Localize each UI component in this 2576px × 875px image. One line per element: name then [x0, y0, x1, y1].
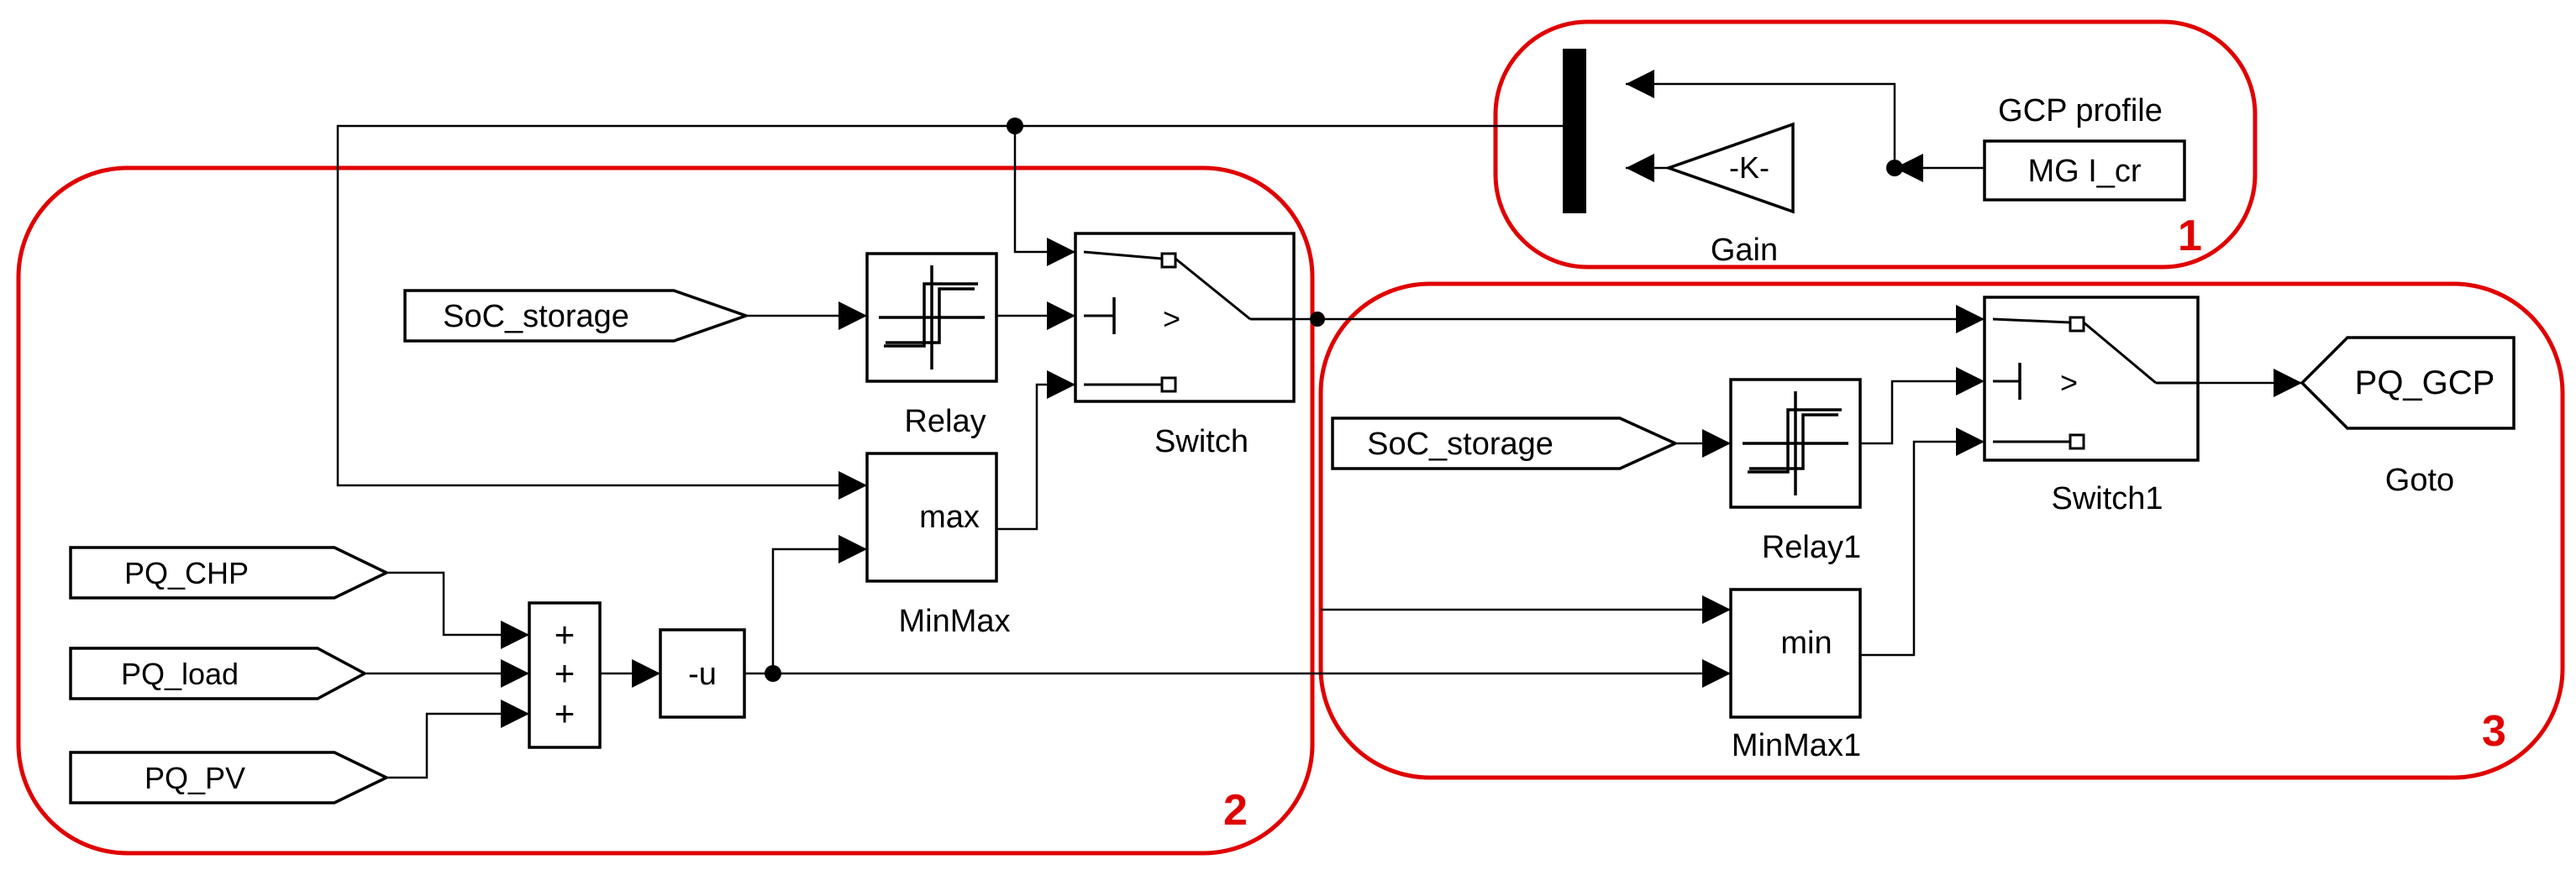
switch-label: Switch: [1154, 424, 1249, 459]
pq-pv-from-block[interactable]: PQ_PV: [69, 751, 391, 804]
minmax1-block-text: min: [1780, 626, 1832, 661]
gcp-profile-label: GCP profile: [1998, 93, 2163, 128]
soc-storage-from-block[interactable]: SoC_storage: [403, 289, 751, 343]
gain-block-text: -K-: [1729, 150, 1769, 185]
minmax-label: MinMax: [898, 604, 1010, 639]
sum-sign-1: +: [555, 615, 576, 654]
gcp-profile-block[interactable]: MG I_cr: [1983, 139, 2186, 202]
relay-label: Relay: [904, 404, 986, 439]
pq-load-from-block[interactable]: PQ_load: [69, 647, 368, 700]
minmax-block-text: max: [919, 500, 980, 535]
goto-block-text: PQ_GCP: [2355, 364, 2495, 401]
minmax1-block[interactable]: min: [1729, 588, 1862, 719]
switch-criteria-text: >: [1163, 301, 1180, 336]
region-1-outline: [1493, 19, 2258, 270]
sum-sign-2: +: [555, 653, 576, 693]
sum-sign-3: +: [555, 694, 576, 733]
hysteresis-icon: [1743, 391, 1848, 495]
minmax1-label: MinMax1: [1732, 728, 1861, 763]
region-3-label: 3: [2482, 707, 2506, 756]
minmax-block[interactable]: max: [865, 452, 998, 583]
switch-block[interactable]: >: [1074, 232, 1296, 403]
soc-storage-from-block-text: SoC_storage: [443, 299, 629, 334]
relay1-label: Relay1: [1762, 530, 1861, 565]
region-3-outline: [1318, 281, 2565, 780]
pq-load-text: PQ_load: [121, 657, 239, 691]
gain-block[interactable]: -K-: [1664, 122, 1795, 214]
hysteresis-icon: [879, 265, 985, 369]
relay1-block[interactable]: [1729, 378, 1862, 509]
region-1-label: 1: [2178, 212, 2202, 260]
unary-minus-text: -u: [688, 657, 717, 692]
signal-lines: [336, 70, 2302, 779]
pq-pv-text: PQ_PV: [145, 761, 245, 795]
gain-label: Gain: [1711, 233, 1778, 268]
sum-block[interactable]: + + +: [528, 601, 602, 749]
pq-chp-from-block[interactable]: PQ_CHP: [69, 546, 391, 600]
region-2-outline: [16, 165, 1315, 856]
goto-block[interactable]: PQ_GCP: [2300, 336, 2516, 430]
switch1-criteria-text: >: [2060, 365, 2078, 400]
soc-storage-from-block-2[interactable]: SoC_storage: [1331, 417, 1680, 470]
region-2-label: 2: [1223, 786, 1248, 835]
relay-block[interactable]: [865, 252, 998, 383]
gcp-profile-block-text: MG I_cr: [2027, 154, 2141, 189]
mux-bar[interactable]: [1563, 49, 1586, 213]
switch1-block[interactable]: >: [1983, 296, 2200, 462]
goto-label: Goto: [2385, 463, 2454, 498]
pq-chp-text: PQ_CHP: [124, 556, 249, 590]
switch1-label: Switch1: [2051, 481, 2163, 516]
unary-minus-block[interactable]: -u: [659, 628, 746, 719]
soc-storage-from-block-2-text: SoC_storage: [1367, 427, 1553, 462]
